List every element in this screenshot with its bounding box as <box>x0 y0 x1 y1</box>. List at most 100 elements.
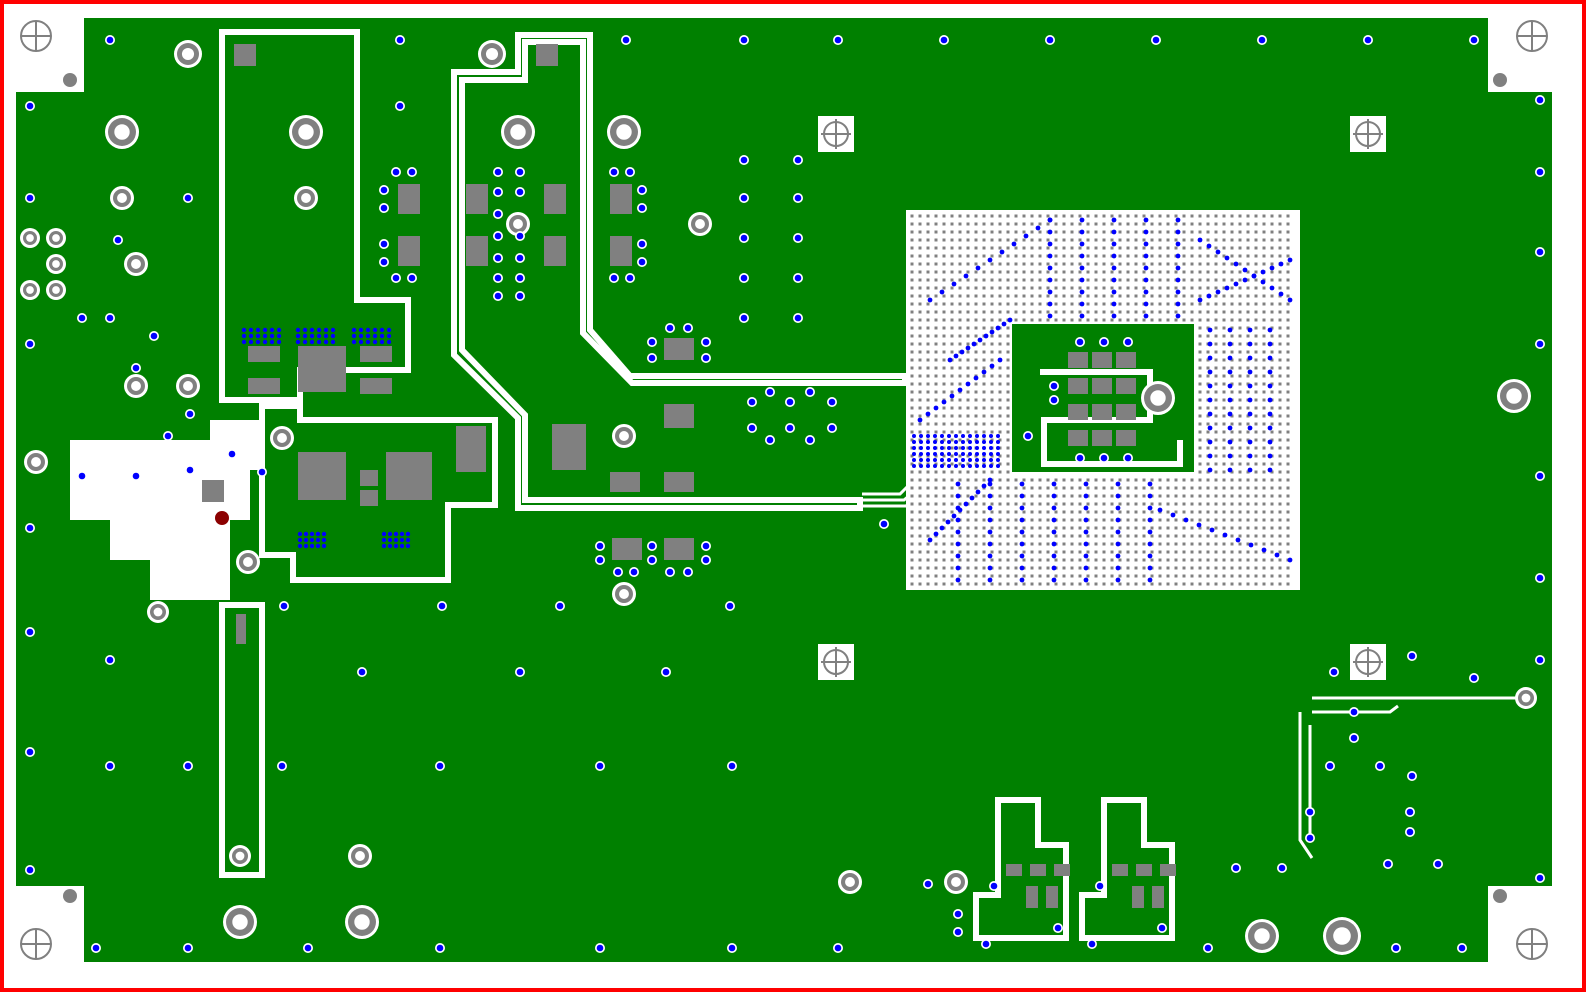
bga-ball <box>910 342 914 346</box>
bga-ball <box>982 422 986 426</box>
bga-ball <box>1006 334 1010 338</box>
bga-ball <box>942 422 946 426</box>
bga-ball <box>1070 262 1074 266</box>
via-icon <box>380 240 388 248</box>
bga-ball <box>910 574 914 578</box>
bga-ball <box>1126 542 1130 546</box>
bga-ball <box>1094 302 1098 306</box>
via-icon <box>1076 338 1084 346</box>
bga-ball <box>974 214 978 218</box>
bga-ball <box>1206 518 1210 522</box>
bga-ball <box>1118 510 1122 514</box>
bga-ball <box>910 542 914 546</box>
bga-ball <box>1182 534 1186 538</box>
bga-ball <box>910 318 914 322</box>
drill-hole <box>52 260 60 268</box>
smd-pad <box>610 184 632 214</box>
bga-ball <box>1246 470 1250 474</box>
bga-ball <box>1046 478 1050 482</box>
bga-ball <box>974 558 978 562</box>
bga-ball <box>1254 470 1258 474</box>
via-icon <box>381 543 387 549</box>
bga-ball <box>1206 534 1210 538</box>
bga-ball <box>1246 494 1250 498</box>
bga-ball <box>1222 406 1226 410</box>
bga-ball <box>950 398 954 402</box>
bga-ball <box>1054 502 1058 506</box>
bga-ball <box>1062 294 1066 298</box>
bga-ball <box>1046 574 1050 578</box>
bga-ball <box>1270 222 1274 226</box>
bga-ball <box>974 566 978 570</box>
bga-ball <box>1046 270 1050 274</box>
bga-ball <box>1198 270 1202 274</box>
fiducial-crosshair-icon <box>1517 21 1547 51</box>
via-icon <box>1079 301 1085 307</box>
via-icon <box>1267 341 1273 347</box>
smd-pad <box>1136 864 1152 876</box>
drill-hole <box>131 259 141 269</box>
drill-hole <box>1333 927 1351 945</box>
bga-ball <box>1286 358 1290 362</box>
bga-ball <box>1286 334 1290 338</box>
via-icon <box>927 537 933 543</box>
via-icon <box>1458 944 1466 952</box>
bga-ball <box>926 542 930 546</box>
bga-ball <box>1206 262 1210 266</box>
bga-ball <box>1014 286 1018 290</box>
bga-ball <box>1254 502 1258 506</box>
via-icon <box>1206 243 1212 249</box>
bga-ball <box>1126 582 1130 586</box>
bga-ball <box>966 518 970 522</box>
via-icon <box>1247 397 1253 403</box>
bga-ball <box>1254 390 1258 394</box>
bga-ball <box>1150 214 1154 218</box>
bga-ball <box>1110 574 1114 578</box>
bga-ball <box>1134 478 1138 482</box>
bga-ball <box>934 454 938 458</box>
bga-ball <box>934 390 938 394</box>
bga-ball <box>1174 566 1178 570</box>
bga-ball <box>1014 478 1018 482</box>
bga-ball <box>1230 326 1234 330</box>
bga-ball <box>1230 478 1234 482</box>
bga-ball <box>1014 214 1018 218</box>
via-icon <box>1115 529 1121 535</box>
bga-ball <box>910 550 914 554</box>
bga-ball <box>918 566 922 570</box>
bga-ball <box>958 366 962 370</box>
via-icon <box>1261 547 1267 553</box>
bga-ball <box>1254 478 1258 482</box>
via-icon <box>303 537 309 543</box>
bga-ball <box>1022 270 1026 274</box>
via-icon <box>912 458 916 462</box>
smd-pad <box>1116 378 1136 394</box>
bga-ball <box>1166 526 1170 530</box>
bga-ball <box>1270 558 1274 562</box>
bga-ball <box>1238 390 1242 394</box>
via-icon <box>1267 453 1273 459</box>
bga-ball <box>1062 518 1066 522</box>
bga-ball <box>1046 526 1050 530</box>
via-icon <box>1158 924 1166 932</box>
bga-ball <box>1006 350 1010 354</box>
via-icon <box>1227 439 1233 445</box>
bga-ball <box>1094 518 1098 522</box>
via-icon <box>269 327 275 333</box>
bga-ball <box>1230 230 1234 234</box>
bga-ball <box>1262 510 1266 514</box>
bga-ball <box>1270 406 1274 410</box>
bga-ball <box>918 382 922 386</box>
via-icon <box>940 440 944 444</box>
bga-ball <box>1054 254 1058 258</box>
via-icon <box>983 333 989 339</box>
bga-ball <box>1006 246 1010 250</box>
smd-pad <box>360 378 392 394</box>
bga-ball <box>982 550 986 554</box>
bga-ball <box>1206 358 1210 362</box>
drill-hole <box>243 557 253 567</box>
bga-ball <box>918 478 922 482</box>
bga-ball <box>1286 350 1290 354</box>
via-icon <box>666 324 674 332</box>
via-icon <box>702 542 710 550</box>
